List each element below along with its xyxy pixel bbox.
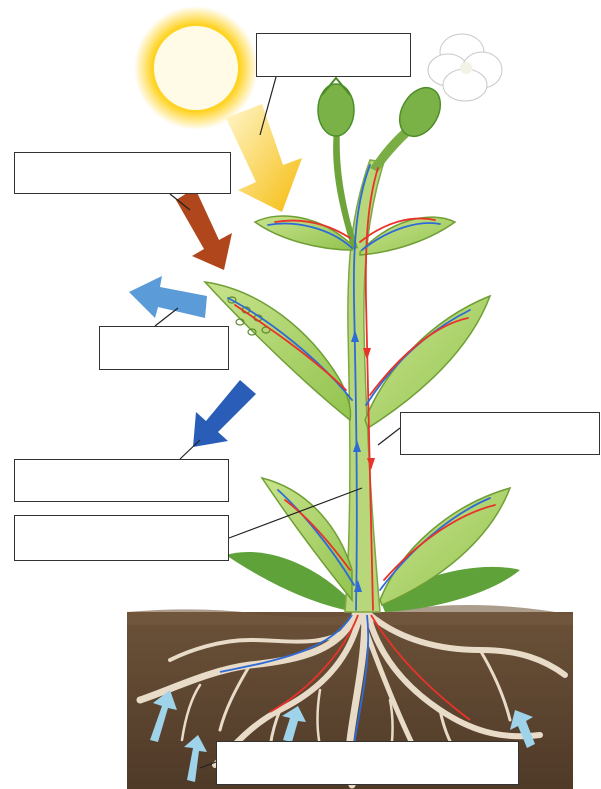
phloem-label-box[interactable] <box>14 515 229 561</box>
carbon-dioxide-label-box[interactable] <box>14 152 231 194</box>
xylem-label-box[interactable] <box>400 412 600 455</box>
carbon-dioxide-arrow <box>176 188 232 270</box>
top-right-leaf <box>360 217 455 255</box>
middle-right-leaf <box>365 296 490 428</box>
oxygen-arrow <box>129 276 207 318</box>
water-and-minerals-label-box[interactable] <box>216 741 519 785</box>
oxygen-label-box[interactable] <box>99 326 229 370</box>
sunlight-label-box[interactable] <box>256 33 411 77</box>
water-vapour-label-box[interactable] <box>14 459 229 502</box>
water-vapour-arrow <box>193 380 256 447</box>
sun-icon <box>134 6 258 130</box>
bud <box>318 78 354 136</box>
